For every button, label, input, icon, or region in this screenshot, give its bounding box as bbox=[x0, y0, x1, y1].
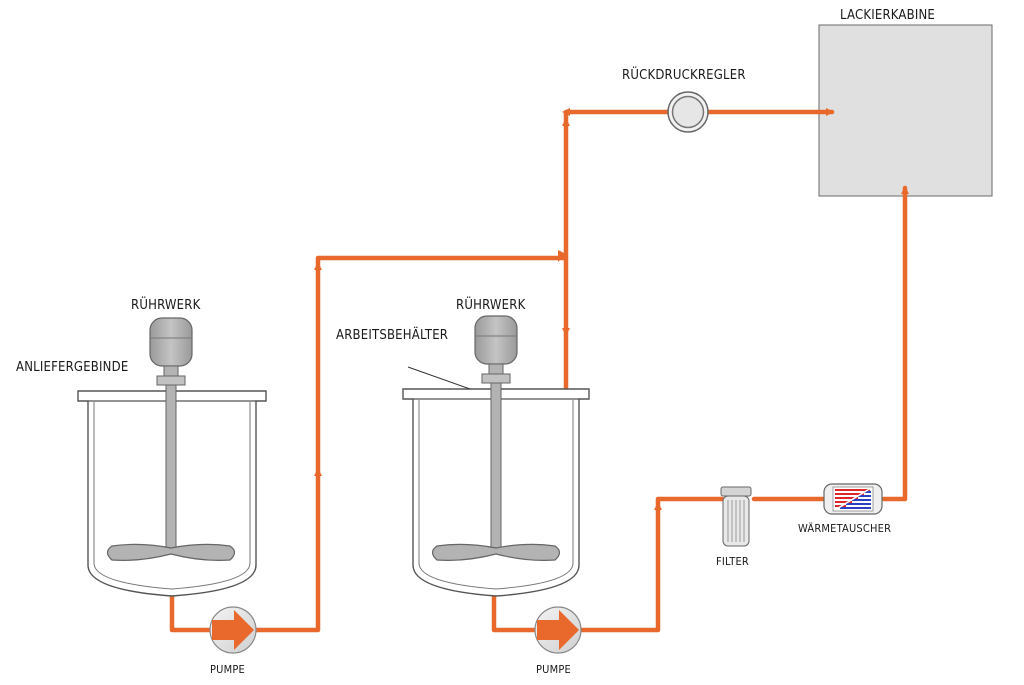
back-pressure-regulator bbox=[667, 91, 709, 133]
paint-booth bbox=[818, 24, 993, 197]
label-pumpe-1: PUMPE bbox=[210, 663, 245, 676]
label-lackierkabine: LACKIERKABINE bbox=[840, 8, 936, 23]
label-anliefergebinde: ANLIEFERGEBINDE bbox=[16, 360, 129, 375]
label-pumpe-2: PUMPE bbox=[536, 663, 571, 676]
label-ruehrwerk-1: RÜHRWERK bbox=[131, 298, 201, 313]
flow-arrow bbox=[314, 468, 322, 476]
filter bbox=[720, 486, 752, 547]
label-rueckdruckregler: RÜCKDRUCKREGLER bbox=[622, 68, 746, 83]
pipe-pump2-to-booth bbox=[491, 185, 908, 633]
agitator-1 bbox=[106, 317, 236, 561]
working-tank-leader-line bbox=[407, 366, 471, 390]
label-filter: FILTER bbox=[716, 555, 749, 568]
agitator-2 bbox=[431, 315, 561, 561]
flow-arrow bbox=[314, 262, 322, 270]
flow-arrow bbox=[562, 108, 570, 116]
label-ruehrwerk-2: RÜHRWERK bbox=[456, 298, 526, 313]
pump-1 bbox=[209, 606, 257, 654]
flow-arrow bbox=[826, 108, 834, 116]
flow-arrow bbox=[654, 502, 662, 510]
pipe-return-riser bbox=[563, 109, 671, 435]
label-arbeitsbehaelter: ARBEITSBEHÄLTER bbox=[336, 328, 449, 343]
flow-arrow bbox=[562, 328, 570, 336]
flow-arrow bbox=[558, 250, 566, 262]
pump-2 bbox=[534, 606, 582, 654]
flow-arrow bbox=[562, 118, 570, 126]
flow-arrow bbox=[901, 186, 909, 194]
heat-exchanger bbox=[823, 483, 883, 515]
label-waermetauscher: WÄRMETAUSCHER bbox=[798, 522, 892, 535]
